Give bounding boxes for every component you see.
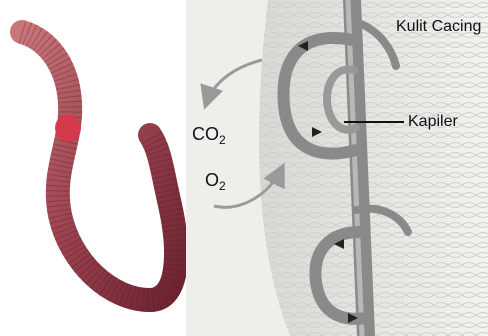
co2-label: CO2	[192, 124, 226, 147]
clitellum	[55, 114, 81, 142]
o2-formula: O	[205, 170, 219, 190]
o2-subscript: 2	[219, 179, 226, 193]
capillary-label: Kapiler	[408, 113, 458, 131]
earthworm-body	[22, 32, 176, 300]
co2-subscript: 2	[219, 133, 226, 147]
o2-label: O2	[205, 170, 226, 193]
skin-section	[186, 0, 488, 336]
skin-label: Kulit Cacing	[396, 18, 481, 36]
earthworm-illustration	[22, 32, 176, 300]
co2-formula: CO	[192, 124, 219, 144]
